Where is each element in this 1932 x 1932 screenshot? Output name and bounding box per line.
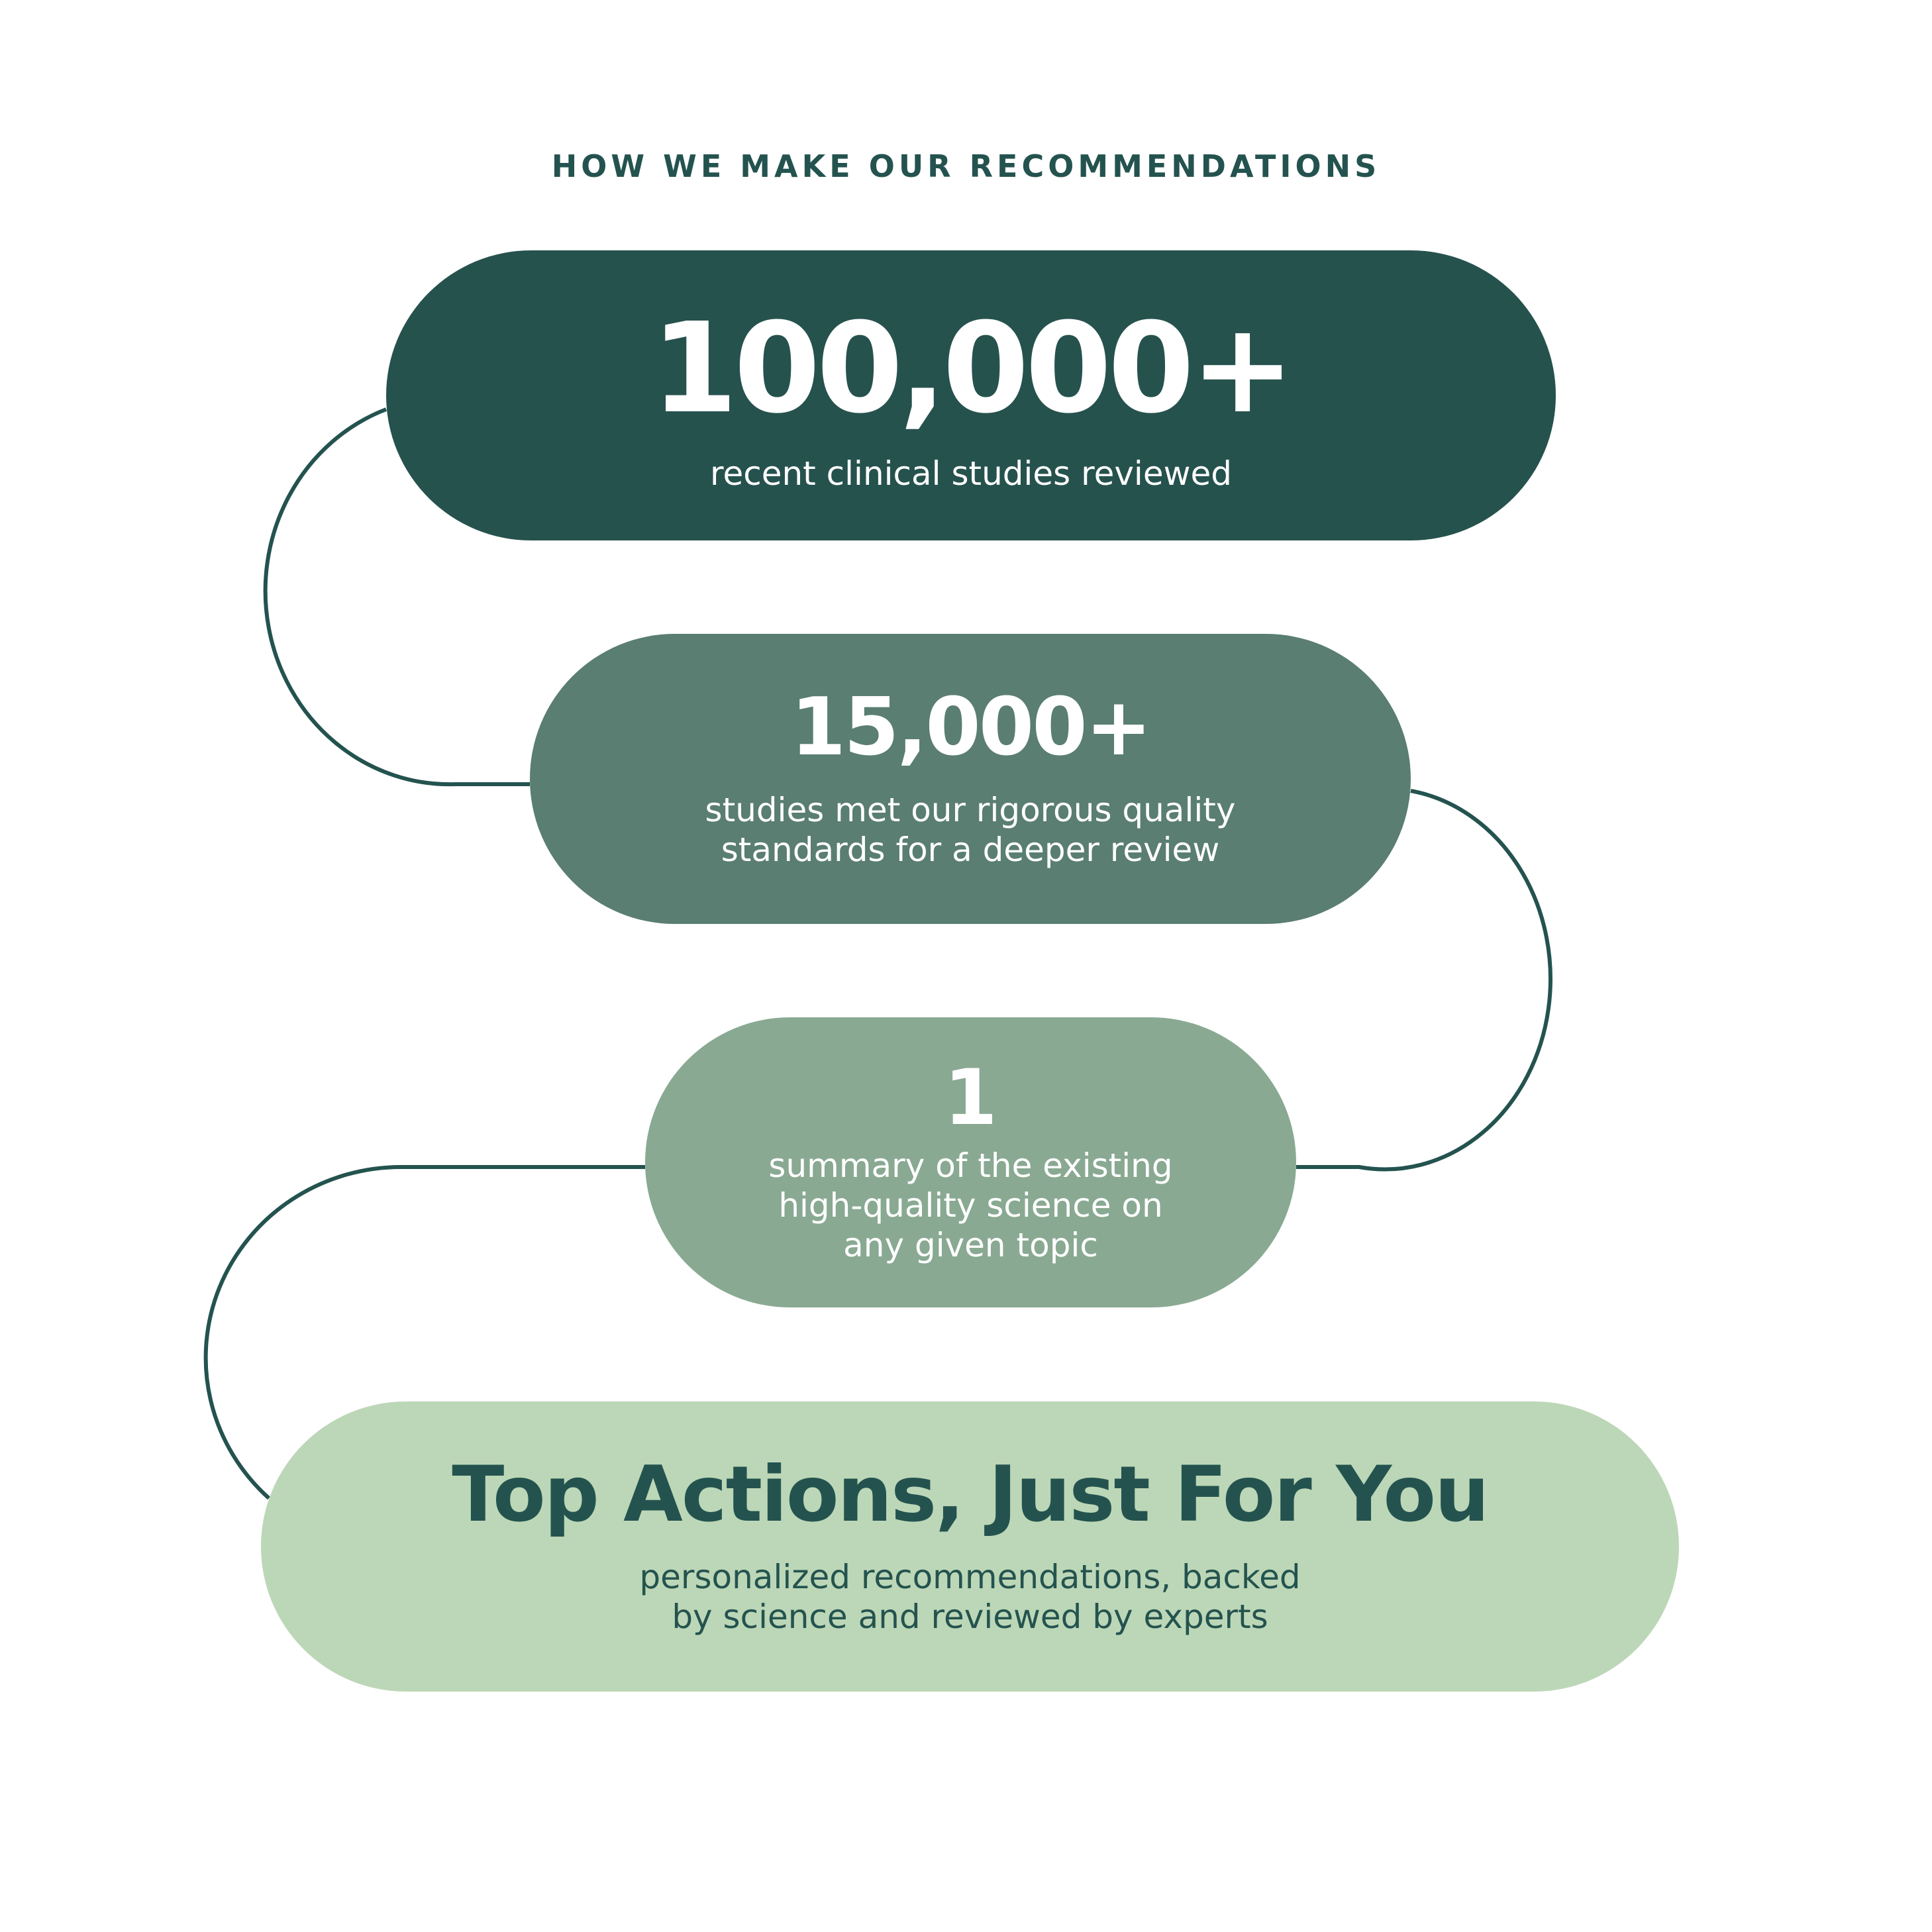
connector-step3-to-step4 (203, 1164, 645, 1500)
connector-step1-to-step2 (263, 407, 530, 787)
step-card-quality-studies: 15,000+ studies met our rigorous quality… (530, 634, 1411, 924)
step-description-line: summary of the existing (768, 1146, 1173, 1185)
step-description: studies met our rigorous quality standar… (705, 790, 1236, 870)
step-description: summary of the existing high-quality sci… (768, 1146, 1172, 1265)
step-description-line: high-quality science on (778, 1186, 1163, 1225)
step-description-line: by science and reviewed by experts (672, 1598, 1268, 1636)
step-card-studies-reviewed: 100,000+ recent clinical studies reviewe… (386, 250, 1556, 540)
step-description: recent clinical studies reviewed (710, 454, 1232, 493)
step-description-line: standards for a deeper review (721, 831, 1220, 869)
connector-step2-to-step3 (1296, 789, 1553, 1172)
step-description-line: recent clinical studies reviewed (710, 454, 1232, 493)
step-description-line: any given topic (843, 1226, 1098, 1264)
step-description: personalized recommendations, backed by … (639, 1557, 1300, 1637)
step-card-top-actions: Top Actions, Just For You personalized r… (261, 1401, 1679, 1692)
step-card-summary: 1 summary of the existing high-quality s… (645, 1017, 1296, 1307)
step-description-line: studies met our rigorous quality (705, 791, 1236, 829)
step-value: Top Actions, Just For You (452, 1450, 1489, 1539)
step-value: 1 (944, 1053, 997, 1143)
step-value: 15,000+ (790, 682, 1152, 774)
page-title: HOW WE MAKE OUR RECOMMENDATIONS (551, 148, 1381, 184)
step-value: 100,000+ (651, 296, 1295, 441)
step-description-line: personalized recommendations, backed (639, 1558, 1301, 1596)
